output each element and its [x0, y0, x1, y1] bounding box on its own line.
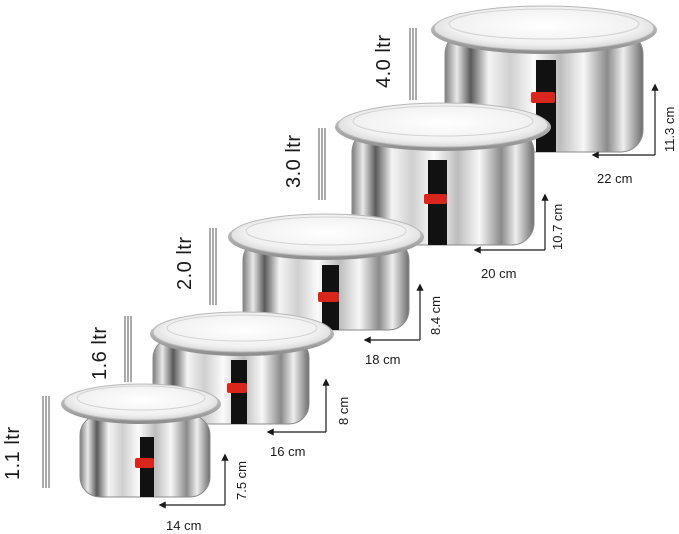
ruler-3-0 — [318, 128, 326, 200]
pot-2-0-ltr — [228, 213, 424, 331]
dimension-arrows — [158, 83, 659, 509]
pot-3-0-ltr — [335, 102, 551, 246]
diameter-label-3-0: 20 cm — [481, 266, 517, 281]
diameter-label-2-0: 18 cm — [365, 352, 401, 367]
diameter-label-1-6: 16 cm — [270, 444, 306, 459]
diameter-label-1-1: 14 cm — [166, 518, 202, 533]
capacity-label-3-0: 3.0 ltr — [283, 134, 305, 188]
capacity-label-1-1: 1.1 ltr — [2, 426, 24, 480]
height-label-3-0: 10.7 cm — [550, 203, 565, 250]
height-label-4-0: 11.3 cm — [662, 106, 677, 152]
capacity-label-4-0: 4.0 ltr — [373, 34, 395, 88]
height-label-1-6: 8 cm — [336, 396, 351, 425]
height-label-2-0: 8.4 cm — [428, 295, 443, 335]
pot-1-1-ltr — [61, 383, 221, 498]
ruler-4-0 — [409, 28, 417, 100]
ruler-1-1 — [42, 396, 50, 488]
capacity-label-2-0: 2.0 ltr — [174, 236, 196, 290]
ruler-1-6 — [124, 316, 132, 382]
height-label-1-1: 7.5 cm — [234, 460, 249, 500]
diameter-label-4-0: 22 cm — [597, 171, 633, 186]
ruler-2-0 — [209, 228, 217, 305]
capacity-label-1-6: 1.6 ltr — [89, 326, 111, 380]
